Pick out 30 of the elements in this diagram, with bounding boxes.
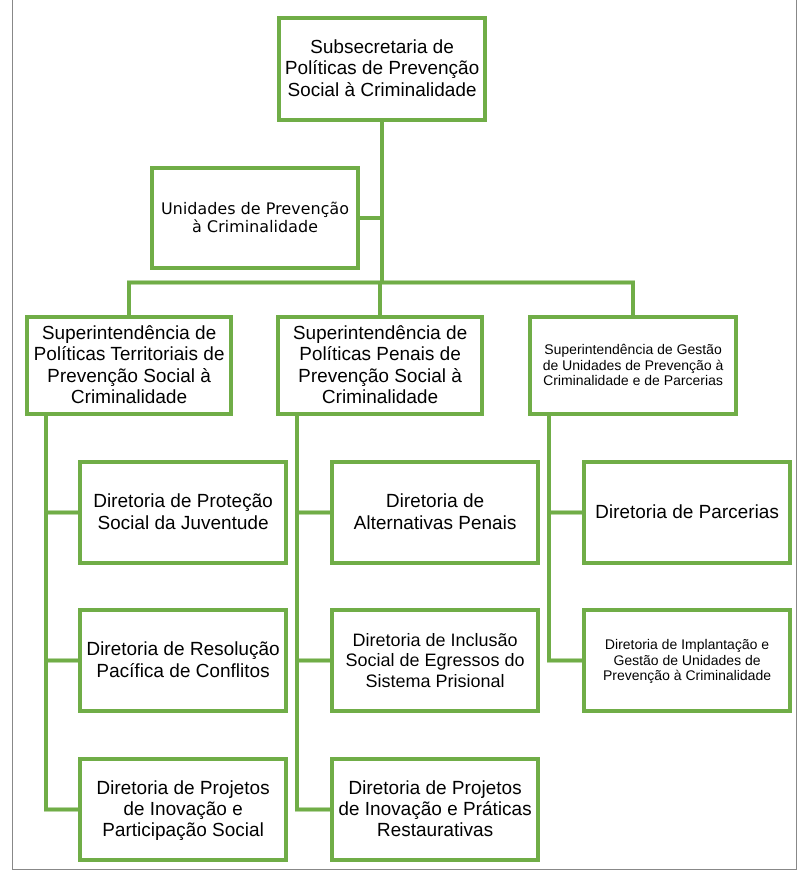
org-box (277, 16, 487, 122)
org-box (25, 315, 233, 416)
org-box (78, 460, 288, 565)
unit-name: Diretoria de Alternativas Penais (352, 491, 518, 534)
org-box (78, 608, 288, 713)
unit-name: Diretoria de Parcerias (595, 502, 779, 524)
unit-name: Subsecretaria de Políticas de Prevenção Social à Criminalidade (284, 37, 480, 101)
org-box (150, 166, 360, 270)
unit-name: Diretoria de Inclusão Social de Egressos do Sistema Prisional (344, 630, 526, 691)
org-box (330, 460, 540, 565)
org-box (582, 608, 792, 713)
org-box (276, 315, 484, 416)
connector-line (44, 416, 78, 812)
unit-name: Superintendência de Políticas Penais de Prevenção Social à Criminalidade (292, 322, 468, 408)
unit-name: Diretoria de Projetos de Inovação e Práticas Restaurativas (337, 778, 533, 842)
connector-line (380, 122, 635, 315)
connector-line (547, 416, 582, 662)
unit-name: Diretoria de Proteção Social da Juventude (92, 491, 274, 534)
unit-name: Diretoria de Resolução Pacífica de Conflitos (85, 639, 281, 682)
org-box (78, 757, 288, 862)
unit-name: Unidades de Prevenção à Criminalidade (160, 200, 350, 236)
org-box (330, 608, 540, 713)
unit-name: Superintendência de Políticas Territoriais de Prevenção Social à Criminalidade (32, 322, 226, 408)
unit-name: Diretoria de Implantação e Gestão de Unidades de Prevenção à Criminalidade (602, 636, 772, 684)
unit-name: Superintendência de Gestão de Unidades de Prevenção à Criminalidade e de Parcerias (542, 342, 724, 389)
org-box (330, 757, 540, 862)
org-box (528, 315, 738, 416)
org-box (582, 460, 792, 565)
unit-name: Diretoria de Projetos de Inovação e Participação Social (95, 778, 271, 842)
connector-line (295, 416, 330, 812)
